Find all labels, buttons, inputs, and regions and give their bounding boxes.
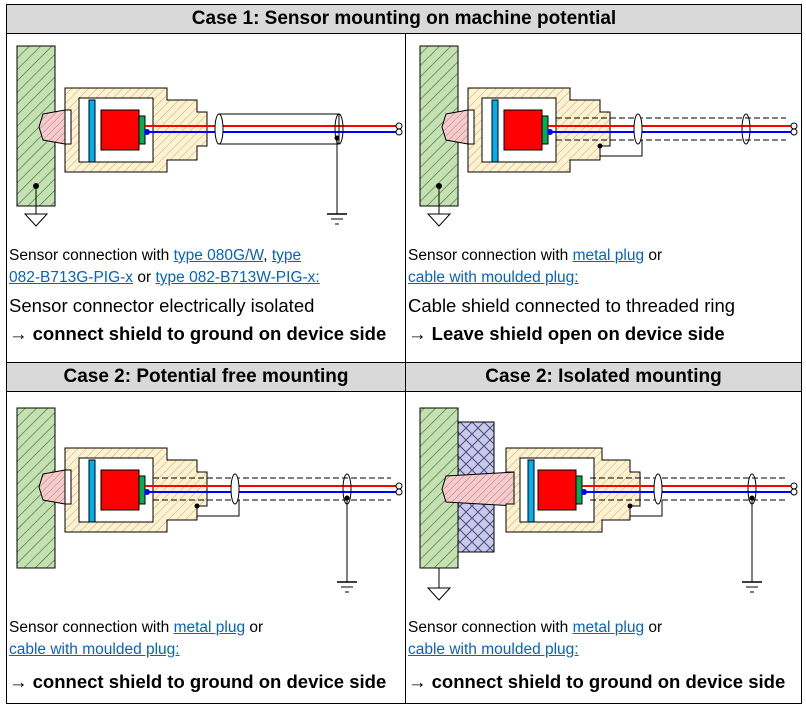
cable-icon — [144, 113, 403, 214]
link-cable-moulded-plug[interactable]: cable with moulded plug: — [9, 641, 180, 658]
case2-right-connection-line2: cable with moulded plug: — [408, 640, 579, 659]
link-cable-moulded-plug[interactable]: cable with moulded plug: — [408, 641, 579, 658]
wiring-table: Case 1: Sensor mounting on machine poten… — [6, 4, 802, 704]
link-cable-moulded-plug[interactable]: cable with moulded plug: — [408, 269, 579, 286]
separator-text: , — [263, 247, 272, 264]
sensor-diagram-case2-left — [16, 407, 403, 593]
connection-text: Sensor connection with — [9, 619, 174, 636]
link-metal-plug[interactable]: metal plug — [572, 247, 645, 264]
ground-symbol-icon — [337, 581, 357, 593]
ground-symbol-icon — [327, 213, 347, 225]
cable-icon — [144, 473, 403, 582]
link-type-082g-part1[interactable]: type — [271, 247, 302, 264]
case1-right-connection-line2: cable with moulded plug: — [408, 268, 579, 287]
sensor-body-icon — [38, 447, 208, 533]
case2-left-action: → connect shield to ground on device sid… — [9, 671, 387, 692]
separator-text: or — [245, 619, 264, 636]
case2-right-cell: Sensor connection with metal plug or cab… — [405, 391, 802, 704]
sensor-diagram-case1-left — [16, 45, 403, 227]
separator-text: or — [644, 247, 663, 264]
case2-right-connection-line1: Sensor connection with metal plug or — [408, 618, 662, 637]
connection-text: Sensor connection with — [408, 619, 573, 636]
connection-text: Sensor connection with — [408, 247, 573, 264]
link-metal-plug[interactable]: metal plug — [173, 619, 246, 636]
link-type-080gw[interactable]: type 080G/W — [173, 247, 264, 264]
case2-right-action: → connect shield to ground on device sid… — [408, 671, 786, 692]
case1-left-action: → connect shield to ground on device sid… — [9, 323, 387, 344]
case2-left-connection-line1: Sensor connection with metal plug or — [9, 618, 263, 637]
link-type-082g-part2[interactable]: 082-B713G-PIG-x — [9, 269, 134, 286]
case1-title: Case 1: Sensor mounting on machine poten… — [191, 8, 617, 29]
case1-left-statement: Sensor connector electrically isolated — [9, 295, 315, 316]
sensor-body-icon — [441, 87, 611, 173]
separator-text: or — [133, 269, 156, 286]
case2-left-title: Case 2: Potential free mounting — [63, 366, 349, 387]
case1-right-statement: Cable shield connected to threaded ring — [408, 295, 736, 316]
case1-left-cell: Sensor connection with type 080G/W, type… — [6, 33, 406, 363]
connection-text: Sensor connection with — [9, 247, 174, 264]
link-metal-plug[interactable]: metal plug — [572, 619, 645, 636]
case1-right-connection-line1: Sensor connection with metal plug or — [408, 246, 662, 265]
ground-symbol-icon — [742, 581, 762, 593]
case2-left-header: Case 2: Potential free mounting — [6, 362, 406, 392]
sensor-body-icon — [38, 87, 208, 173]
case1-right-action: → Leave shield open on device side — [408, 323, 725, 344]
case1-header: Case 1: Sensor mounting on machine poten… — [6, 4, 802, 34]
cable-icon — [581, 473, 798, 582]
case2-right-header: Case 2: Isolated mounting — [405, 362, 802, 392]
case2-left-connection-line2: cable with moulded plug: — [9, 640, 180, 659]
case1-left-connection-line2: 082-B713G-PIG-x or type 082-B713W-PIG-x: — [9, 268, 320, 287]
sensor-diagram-case2-right — [419, 407, 798, 601]
link-type-082w[interactable]: type 082-B713W-PIG-x: — [155, 269, 320, 286]
case2-left-cell: Sensor connection with metal plug or cab… — [6, 391, 406, 704]
cable-icon — [547, 113, 798, 157]
sensor-diagram-case1-right — [419, 45, 798, 227]
sensor-body-icon — [441, 447, 641, 533]
case2-right-title: Case 2: Isolated mounting — [485, 366, 722, 387]
case1-left-connection-line1: Sensor connection with type 080G/W, type — [9, 246, 301, 265]
case1-right-cell: Sensor connection with metal plug or cab… — [405, 33, 802, 363]
separator-text: or — [644, 619, 663, 636]
